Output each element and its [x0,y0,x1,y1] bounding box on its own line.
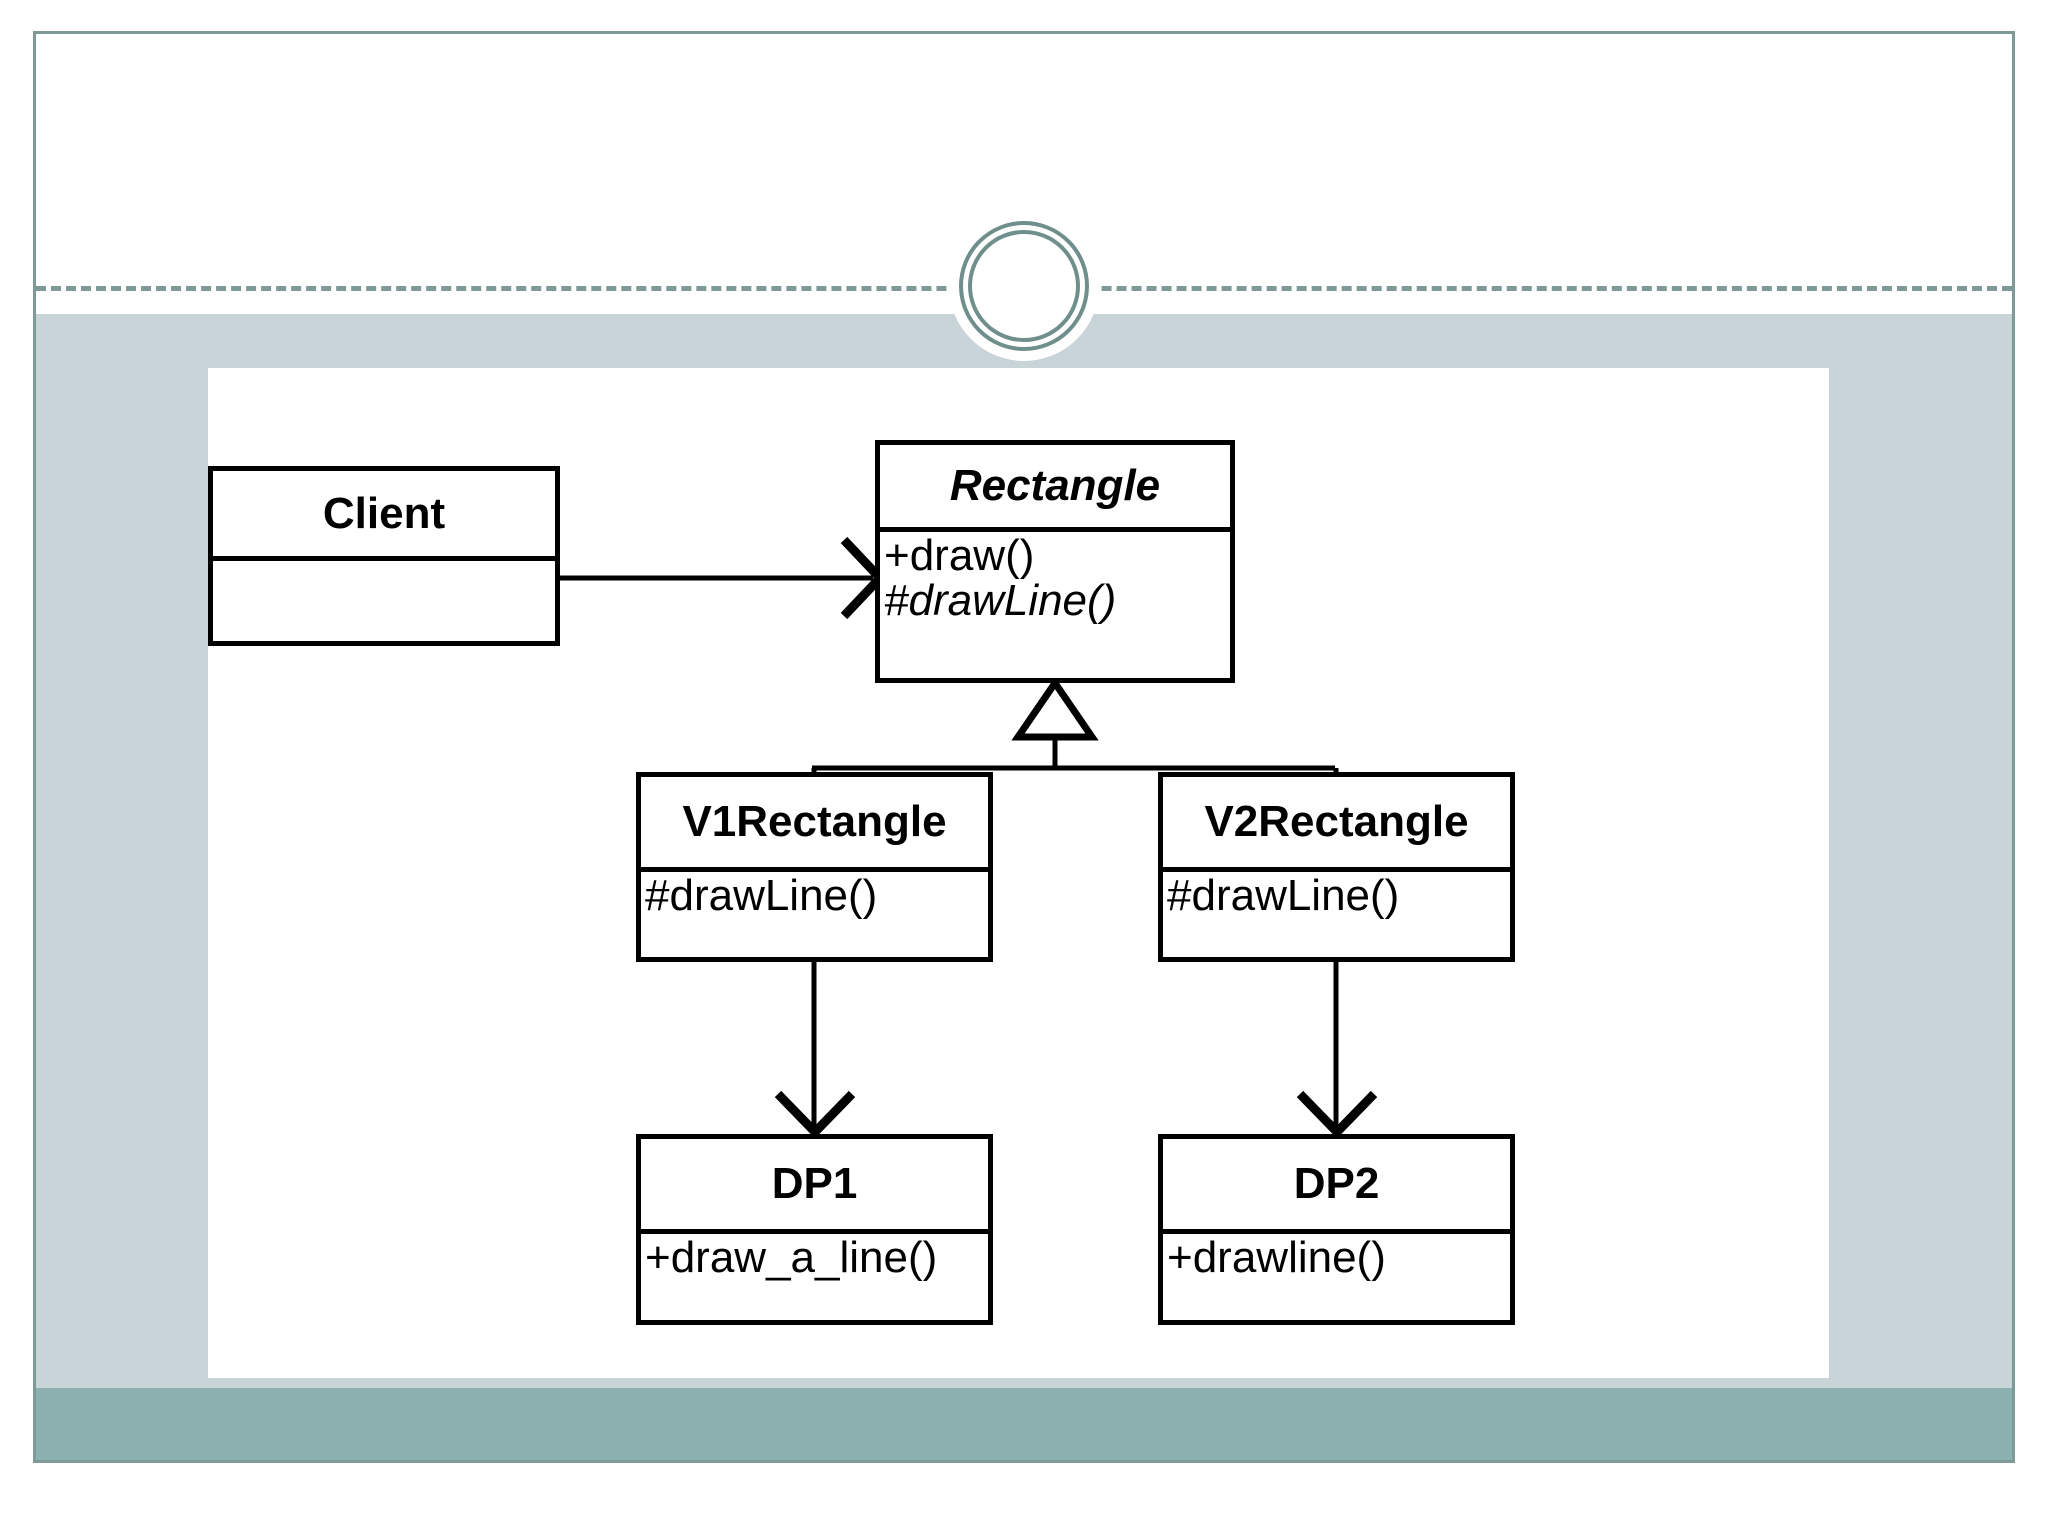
uml-member-drawline: #drawLine() [1167,871,1400,920]
uml-member-draw: +draw() [884,531,1035,580]
uml-class-name: V1Rectangle [682,797,947,846]
uml-members-compartment: #drawLine() [1163,872,1510,962]
uml-member-draw-a-line: +draw_a_line() [645,1233,938,1282]
connector-v1rectangle-to-dp1 [774,962,856,1139]
ring-outer-circle [959,221,1089,351]
uml-class-rectangle[interactable]: Rectangle +draw() #drawLine() [875,440,1235,683]
uml-class-v1rectangle[interactable]: V1Rectangle #drawLine() [636,772,993,962]
uml-members-compartment: +draw_a_line() [641,1234,988,1325]
uml-member-drawline: +drawline() [1167,1233,1386,1282]
presentation-slide: Client Rectangle +draw() #drawLine() V1R… [33,31,2015,1463]
uml-class-diagram[interactable]: Client Rectangle +draw() #drawLine() V1R… [208,368,1829,1378]
uml-class-dp1[interactable]: DP1 +draw_a_line() [636,1134,993,1325]
uml-class-client[interactable]: Client [208,466,560,646]
ring-ornament-icon [949,211,1099,361]
uml-class-name: Rectangle [949,461,1161,510]
uml-compartment-divider [641,867,988,872]
uml-members-compartment: #drawLine() [641,872,988,962]
uml-compartment-divider [213,556,555,561]
slide-footer-band [36,1388,2012,1460]
uml-compartment-divider [1163,867,1510,872]
uml-members-compartment: +drawline() [1163,1234,1510,1325]
uml-class-name: DP2 [1293,1159,1380,1208]
connector-generalization-tree [811,676,1339,772]
uml-compartment-divider [641,1229,988,1234]
uml-members-compartment [213,561,555,646]
uml-compartment-divider [1163,1229,1510,1234]
uml-class-name: DP1 [771,1159,858,1208]
uml-compartment-divider [880,527,1230,532]
connector-v2rectangle-to-dp2 [1296,962,1378,1139]
uml-class-name: Client [322,488,446,538]
connector-client-to-rectangle [560,536,887,620]
uml-connector-layer [560,536,1378,1139]
uml-class-dp2[interactable]: DP2 +drawline() [1158,1134,1515,1325]
uml-members-compartment: +draw() #drawLine() [880,532,1230,678]
uml-member-drawline: #drawLine() [645,871,878,920]
ring-inner-circle [968,230,1080,342]
uml-class-v2rectangle[interactable]: V2Rectangle #drawLine() [1158,772,1515,962]
uml-class-name: V2Rectangle [1204,797,1469,846]
uml-member-drawline: #drawLine() [884,575,1117,625]
